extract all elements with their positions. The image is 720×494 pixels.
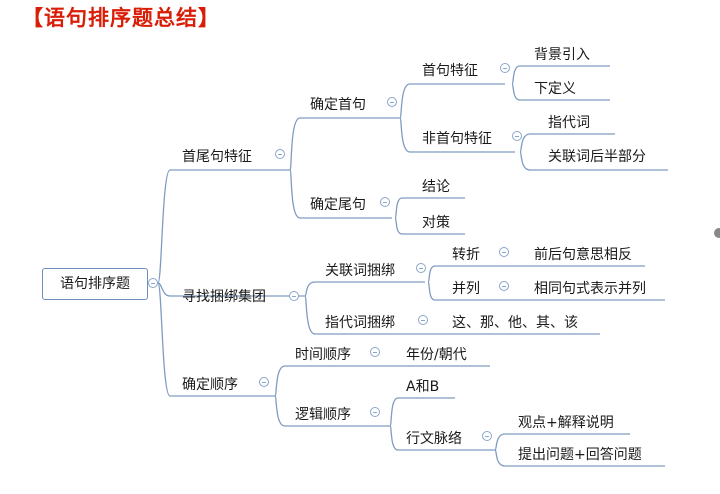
node-zhidaici-examples[interactable]: 这、那、他、其、该 (452, 315, 578, 331)
node-jielun[interactable]: 结论 (422, 179, 450, 195)
collapse-toggle-icon[interactable] (380, 197, 390, 207)
node-tichu-huida[interactable]: 提出问题+回答问题 (518, 447, 642, 463)
node-shouju-tezheng[interactable]: 首句特征 (422, 63, 478, 79)
node-guanlianci-kunbang[interactable]: 关联词捆绑 (325, 263, 395, 279)
node-zhidaici[interactable]: 指代词 (548, 115, 590, 131)
collapse-toggle-icon[interactable] (482, 431, 492, 441)
node-guanlianci-houban[interactable]: 关联词后半部分 (548, 149, 646, 165)
collapse-toggle-icon[interactable] (499, 281, 509, 291)
node-shouwei-tezheng[interactable]: 首尾句特征 (182, 149, 252, 165)
collapse-toggle-icon[interactable] (499, 247, 509, 257)
collapse-toggle-icon[interactable] (289, 291, 299, 301)
node-zhuanzhe[interactable]: 转折 (452, 247, 480, 263)
collapse-toggle-icon[interactable] (416, 263, 426, 273)
node-luoji-shunxu[interactable]: 逻辑顺序 (295, 407, 351, 423)
collapse-toggle-icon[interactable] (370, 347, 380, 357)
node-guandian-jieshi[interactable]: 观点+解释说明 (518, 415, 614, 431)
collapse-toggle-icon[interactable] (387, 97, 397, 107)
node-queding-shunxu[interactable]: 确定顺序 (182, 377, 238, 393)
node-binglie[interactable]: 并列 (452, 281, 480, 297)
node-shijian-shunxu[interactable]: 时间顺序 (295, 347, 351, 363)
collapse-toggle-icon[interactable] (500, 63, 510, 73)
node-queding-weiju[interactable]: 确定尾句 (310, 197, 366, 213)
root-node[interactable]: 语句排序题 (42, 268, 148, 300)
node-zhidaici-kunbang[interactable]: 指代词捆绑 (325, 315, 395, 331)
collapse-toggle-icon[interactable] (418, 315, 428, 325)
node-duice[interactable]: 对策 (422, 215, 450, 231)
node-qianhou-xiangfan[interactable]: 前后句意思相反 (534, 247, 632, 263)
collapse-toggle-icon[interactable] (370, 407, 380, 417)
page-title: 【语句排序题总结】 (22, 6, 220, 30)
node-xia-dingyi[interactable]: 下定义 (534, 81, 576, 97)
node-xunzhao-kunbang[interactable]: 寻找捆绑集团 (182, 289, 266, 305)
side-handle-icon[interactable] (714, 228, 720, 238)
node-xiangtong-jushi[interactable]: 相同句式表示并列 (534, 281, 646, 297)
node-beijing-yinru[interactable]: 背景引入 (534, 47, 590, 63)
node-queding-shouju[interactable]: 确定首句 (310, 97, 366, 113)
collapse-toggle-icon[interactable] (148, 278, 158, 288)
collapse-toggle-icon[interactable] (275, 149, 285, 159)
node-a-he-b[interactable]: A和B (406, 379, 440, 395)
node-xingwen-mailuo[interactable]: 行文脉络 (406, 431, 462, 447)
collapse-toggle-icon[interactable] (512, 131, 522, 141)
collapse-toggle-icon[interactable] (259, 377, 269, 387)
node-nianfen-chaodai[interactable]: 年份/朝代 (406, 347, 467, 363)
node-fei-shouju-tezheng[interactable]: 非首句特征 (422, 131, 492, 147)
